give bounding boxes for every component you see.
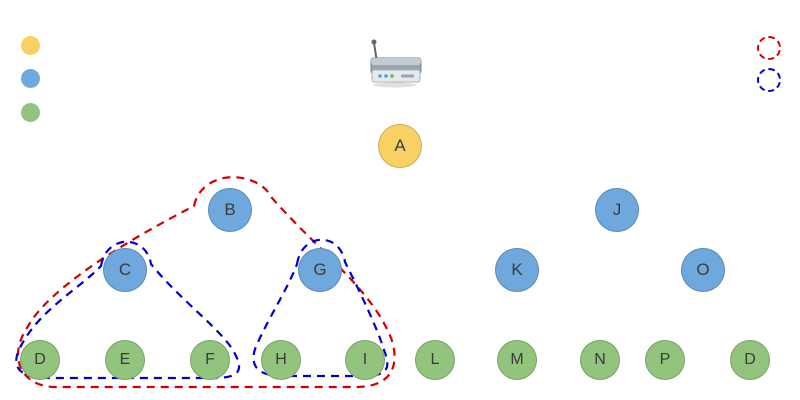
node-P: P	[645, 340, 685, 380]
router-shadow	[373, 82, 417, 88]
node-D2: D	[730, 340, 770, 380]
legend-blue-node-swatch	[21, 69, 40, 88]
legend-red-group-swatch	[757, 36, 781, 60]
router-front-panel	[371, 69, 421, 83]
legend-yellow-node-swatch	[21, 36, 40, 55]
node-N: N	[580, 340, 620, 380]
router-led	[384, 74, 388, 78]
legend-green-node-swatch	[21, 103, 40, 122]
node-E: E	[105, 340, 145, 380]
node-O: O	[681, 248, 725, 292]
node-G: G	[298, 248, 342, 292]
router-vent	[401, 74, 414, 78]
legend-blue-group-swatch	[757, 68, 781, 92]
node-B: B	[208, 188, 252, 232]
node-C: C	[103, 248, 147, 292]
node-F: F	[190, 340, 230, 380]
node-J: J	[595, 188, 639, 232]
node-M: M	[497, 340, 537, 380]
wireless-router-icon	[370, 39, 422, 88]
router-led	[390, 74, 394, 78]
node-H: H	[261, 340, 301, 380]
router-led	[378, 74, 382, 78]
node-K: K	[495, 248, 539, 292]
node-I: I	[345, 340, 385, 380]
node-L: L	[415, 340, 455, 380]
router-antenna-tip	[371, 39, 377, 45]
node-A: A	[378, 124, 422, 168]
router-body-top	[371, 58, 421, 65]
node-D: D	[20, 340, 60, 380]
